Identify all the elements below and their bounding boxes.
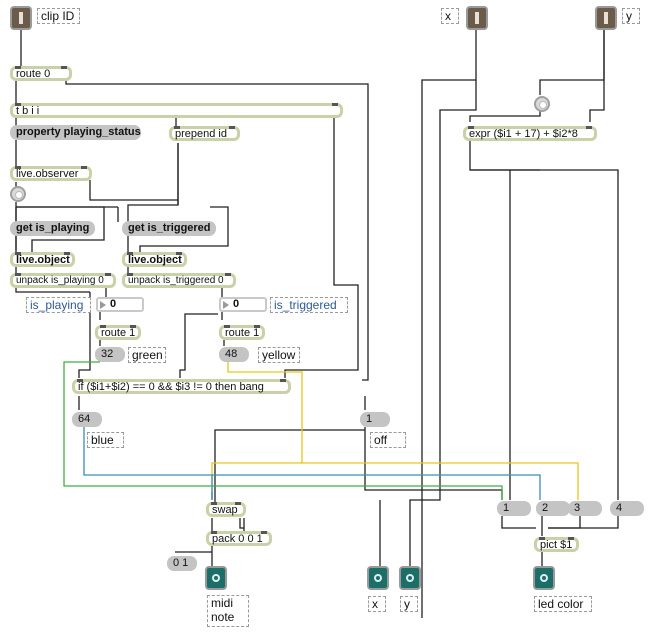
y-outlet[interactable] (401, 568, 419, 588)
message-64[interactable]: 64 (72, 412, 102, 427)
is-triggered-comment: is_triggered (270, 297, 348, 313)
bang-button[interactable] (10, 186, 26, 202)
led-color-comment: led color (534, 596, 592, 612)
is-playing-comment: is_playing (26, 297, 91, 313)
clip-id-comment: clip ID (37, 8, 80, 24)
route-0-object[interactable]: route 0 (10, 66, 72, 81)
route-1-triggered-object[interactable]: route 1 (219, 325, 265, 340)
route-1-playing-object[interactable]: route 1 (95, 325, 141, 340)
y-outlet-comment: y (400, 596, 418, 612)
x-outlet[interactable] (369, 568, 387, 588)
x-inlet[interactable] (468, 8, 486, 28)
property-playing-status-message[interactable]: property playing_status (10, 125, 141, 140)
pack-object[interactable]: pack 0 0 1 (206, 531, 272, 546)
get-is-playing-message[interactable]: get is_playing (10, 221, 95, 236)
message-2-row[interactable]: 2 (536, 501, 570, 516)
live-object-playing[interactable]: live.object (10, 252, 75, 267)
x-inlet-comment: x (441, 8, 459, 24)
yellow-comment: yellow (258, 347, 300, 363)
pict-object[interactable]: pict $1 (534, 537, 579, 552)
message-32[interactable]: 32 (95, 347, 125, 362)
y-inlet-comment: y (622, 8, 640, 24)
t-b-i-i-object[interactable]: t b i i (10, 103, 343, 118)
midi-note-outlet[interactable] (207, 568, 225, 588)
expr-object[interactable]: expr ($i1 + 17) + $i2*8 (463, 126, 597, 141)
bang-button-right[interactable] (534, 96, 550, 112)
x-outlet-comment: x (368, 596, 386, 612)
green-comment: green (128, 347, 166, 363)
blue-comment: blue (87, 432, 124, 448)
off-comment: off (370, 432, 406, 448)
unpack-is-triggered-object[interactable]: unpack is_triggered 0 (122, 273, 236, 288)
message-48[interactable]: 48 (219, 347, 249, 362)
prepend-id-object[interactable]: prepend id (169, 126, 240, 141)
unpack-is-playing-object[interactable]: unpack is_playing 0 (10, 273, 116, 288)
message-1-row[interactable]: 1 (497, 501, 531, 516)
live-object-triggered[interactable]: live.object (122, 252, 187, 267)
y-inlet[interactable] (597, 8, 615, 28)
message-4-row[interactable]: 4 (610, 501, 644, 516)
swap-object[interactable]: swap (206, 502, 246, 517)
get-is-triggered-message[interactable]: get is_triggered (122, 221, 216, 236)
is-triggered-number[interactable]: 0 (219, 297, 267, 312)
live-observer-object[interactable]: live.observer (10, 166, 92, 181)
message-1-off[interactable]: 1 (360, 412, 390, 427)
message-3-row[interactable]: 3 (568, 501, 602, 516)
clip-id-inlet[interactable] (12, 8, 30, 28)
is-playing-number[interactable]: 0 (96, 297, 144, 312)
if-expression-object[interactable]: if ($i1+$i2) == 0 && $i3 != 0 then bang (72, 379, 291, 394)
led-color-outlet[interactable] (535, 568, 553, 588)
midi-note-comment: midi note (207, 595, 249, 627)
message-0-1[interactable]: 0 1 (167, 556, 197, 571)
